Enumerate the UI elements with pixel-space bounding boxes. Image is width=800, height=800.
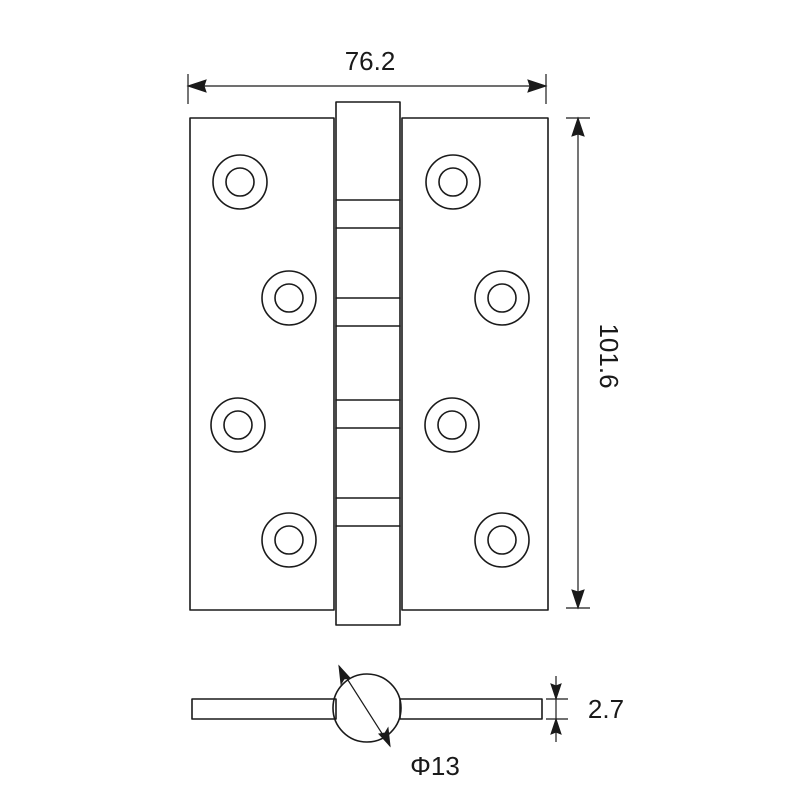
knuckle-section bbox=[332, 673, 402, 743]
diameter-arrow-top-icon bbox=[338, 664, 351, 686]
thickness-arrow-top-icon bbox=[550, 683, 562, 701]
screw-hole bbox=[474, 512, 530, 568]
screw-hole bbox=[474, 270, 530, 326]
arrow-right-icon bbox=[527, 79, 548, 93]
diameter-arrow-bottom-icon bbox=[378, 726, 391, 748]
diameter-label: Φ13 bbox=[410, 751, 460, 781]
screw-hole bbox=[261, 270, 317, 326]
knuckle-barrel bbox=[335, 101, 401, 626]
screw-hole bbox=[261, 512, 317, 568]
arrow-down-icon bbox=[571, 589, 585, 610]
height-dimension: 101.6 bbox=[566, 116, 624, 610]
screw-hole bbox=[424, 397, 480, 453]
arrow-left-icon bbox=[186, 79, 207, 93]
width-label: 76.2 bbox=[345, 46, 396, 76]
screw-hole bbox=[425, 154, 481, 210]
knuckle-joints bbox=[335, 199, 401, 527]
thickness-label: 2.7 bbox=[588, 694, 624, 724]
right-leaf bbox=[401, 117, 549, 611]
width-dimension: 76.2 bbox=[186, 46, 548, 104]
screw-hole bbox=[212, 154, 268, 210]
hinge-front-view bbox=[189, 101, 549, 626]
hinge-section-view: Φ13 bbox=[191, 664, 543, 781]
height-label: 101.6 bbox=[594, 323, 624, 388]
left-leaf bbox=[189, 117, 335, 611]
thickness-dimension: 2.7 bbox=[546, 676, 624, 742]
screw-holes bbox=[210, 154, 530, 568]
section-right-leaf bbox=[399, 698, 543, 720]
thickness-arrow-bottom-icon bbox=[550, 717, 562, 735]
arrow-up-icon bbox=[571, 116, 585, 137]
section-left-leaf bbox=[191, 698, 337, 720]
screw-hole bbox=[210, 397, 266, 453]
